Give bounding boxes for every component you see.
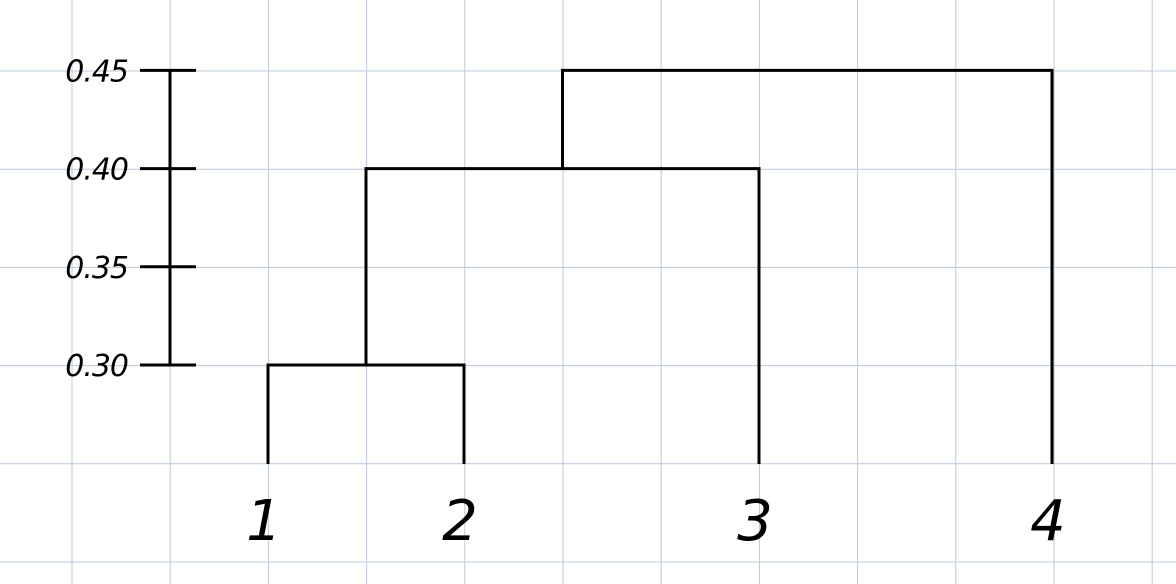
merge-link bbox=[561, 68, 1054, 464]
axis-ticks: 0.45 0.40 0.35 0.30 bbox=[65, 54, 196, 384]
leaf-label: 3 bbox=[737, 489, 773, 554]
axis-tick-label: 0.30 bbox=[65, 349, 128, 384]
leaf-label: 2 bbox=[442, 489, 478, 554]
axis-tick-label: 0.45 bbox=[65, 54, 128, 89]
leaf-label: 1 bbox=[246, 489, 282, 554]
axis-tick-label: 0.40 bbox=[65, 153, 128, 188]
merge-link bbox=[266, 363, 466, 464]
axis-tick-label: 0.35 bbox=[65, 251, 128, 286]
dendrogram-links bbox=[266, 68, 1054, 464]
leaf-labels: 1 2 3 4 bbox=[246, 489, 1066, 554]
leaf-label: 4 bbox=[1030, 489, 1066, 554]
